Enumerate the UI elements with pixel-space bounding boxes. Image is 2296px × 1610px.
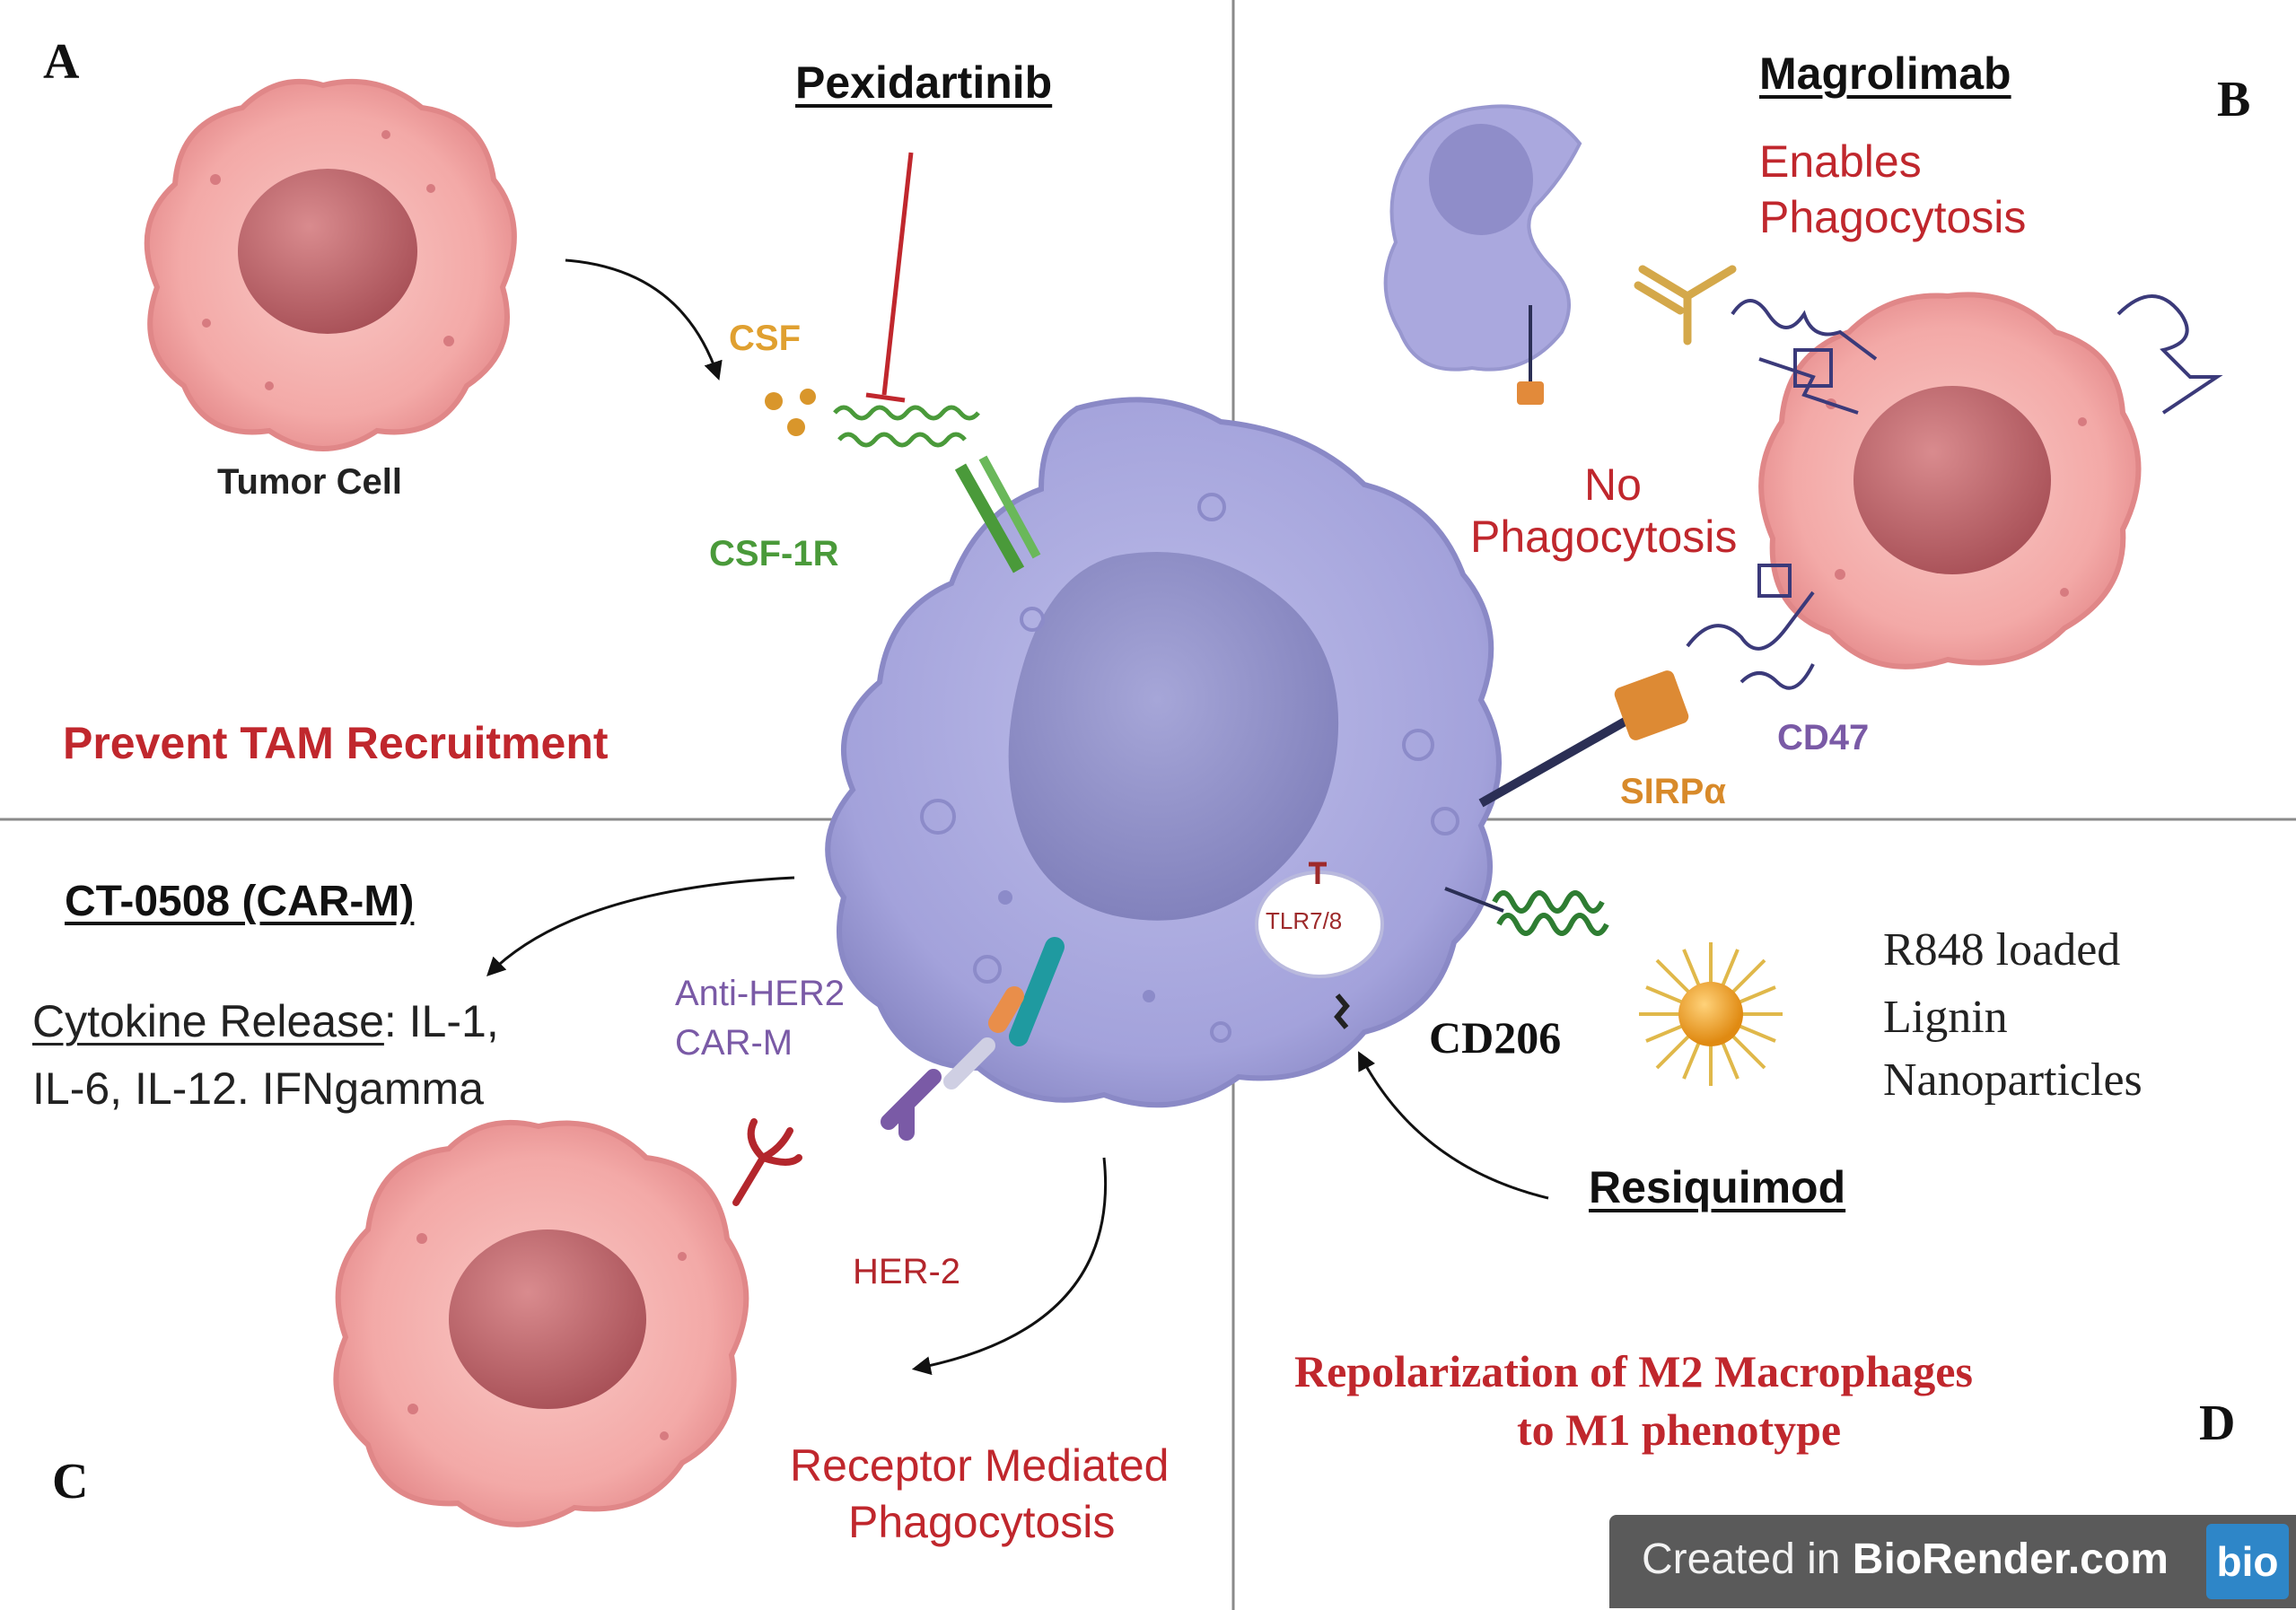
cd206-receptor [1444, 887, 1609, 936]
anti-her2-label-line1: Anti-HER2 [675, 974, 845, 1013]
magrolimab-antibody [1634, 265, 1737, 346]
badge-prefix: Created in [1642, 1536, 1853, 1583]
biorender-badge-text: Created in BioRender.com [1642, 1535, 2169, 1584]
quadrant-label-c: C [52, 1454, 89, 1509]
magrolimab-label: Magrolimab [1759, 48, 2011, 99]
phagocytosis-arrow [911, 1157, 1107, 1376]
csf-secretion-arrow [565, 258, 723, 381]
repolarization-line2: to M1 phenotype [1517, 1404, 1842, 1455]
cytokine-release-line1: Cytokine Release: IL-1, [32, 996, 499, 1046]
csf-1r-label: CSF-1R [709, 534, 839, 573]
resiquimod-arrow [1358, 1051, 1549, 1200]
anti-her2-label-line2: CAR-M [675, 1023, 793, 1063]
small-macrophage [1383, 104, 1582, 405]
quadrant-label-b: B [2217, 72, 2251, 127]
receptor-mediated-line1: Receptor Mediated [790, 1440, 1170, 1491]
lignin-nanoparticle [1639, 942, 1783, 1086]
receptor-mediated-line2: Phagocytosis [848, 1497, 1116, 1547]
cd206-label: CD206 [1429, 1012, 1562, 1063]
tumor-cell-c [333, 1119, 749, 1527]
repolarization-line1: Repolarization of M2 Macrophages [1294, 1346, 1973, 1396]
tumor-cell-a [144, 78, 517, 451]
tlr-receptor [1309, 862, 1350, 1029]
csf-label: CSF [729, 319, 801, 358]
her2-receptor [732, 1118, 802, 1206]
enables-phagocytosis-line1: Enables [1759, 136, 1922, 187]
central-macrophage [825, 397, 1502, 1108]
pexidartinib-label: Pexidartinib [795, 57, 1053, 108]
cytokine-release-label: Cytokine Release [32, 996, 384, 1046]
badge-brand: BioRender.com [1852, 1536, 2169, 1583]
resiquimod-label: Resiquimod [1589, 1162, 1846, 1212]
no-phagocytosis-line2: Phagocytosis [1470, 512, 1738, 562]
enables-phagocytosis-line2: Phagocytosis [1759, 192, 2027, 242]
cd47-label: CD47 [1777, 718, 1870, 757]
csf-ligands [765, 389, 816, 436]
car-construct [881, 937, 1065, 1141]
no-phagocytosis-line1: No [1584, 459, 1642, 510]
quadrant-label-d: D [2199, 1396, 2236, 1451]
sirpa-label: SIRPα [1620, 772, 1726, 811]
sirpa-receptor [1478, 670, 1689, 808]
cytokine-release-line2: IL-6, IL-12. IFNgamma [32, 1063, 484, 1114]
cd47-receptors [1686, 294, 2223, 690]
nanoparticle-label-line3: Nanoparticles [1883, 1054, 2143, 1106]
cytokine-arrow [486, 876, 795, 976]
biorender-badge[interactable]: Created in BioRender.com bio [1609, 1515, 2296, 1608]
nanoparticle-label-line2: Lignin [1883, 992, 2008, 1043]
tumor-cell-b [1758, 292, 2142, 669]
pexidartinib-inhibition [865, 152, 914, 403]
biorender-logo-icon: bio [2206, 1524, 2289, 1599]
her2-label: HER-2 [853, 1252, 961, 1291]
csf-1r-receptor [833, 405, 1041, 573]
tlr78-label: TLR7/8 [1266, 907, 1343, 934]
cytokine-release-il1: : IL-1, [383, 996, 499, 1046]
ct-0508-label: CT-0508 (CAR-M) [65, 878, 415, 925]
tumor-cell-label: Tumor Cell [217, 462, 402, 502]
prevent-tam-recruitment-label: Prevent TAM Recruitment [63, 718, 609, 768]
quadrant-label-a: A [43, 34, 80, 90]
nanoparticle-label-line1: R848 loaded [1883, 924, 2121, 976]
